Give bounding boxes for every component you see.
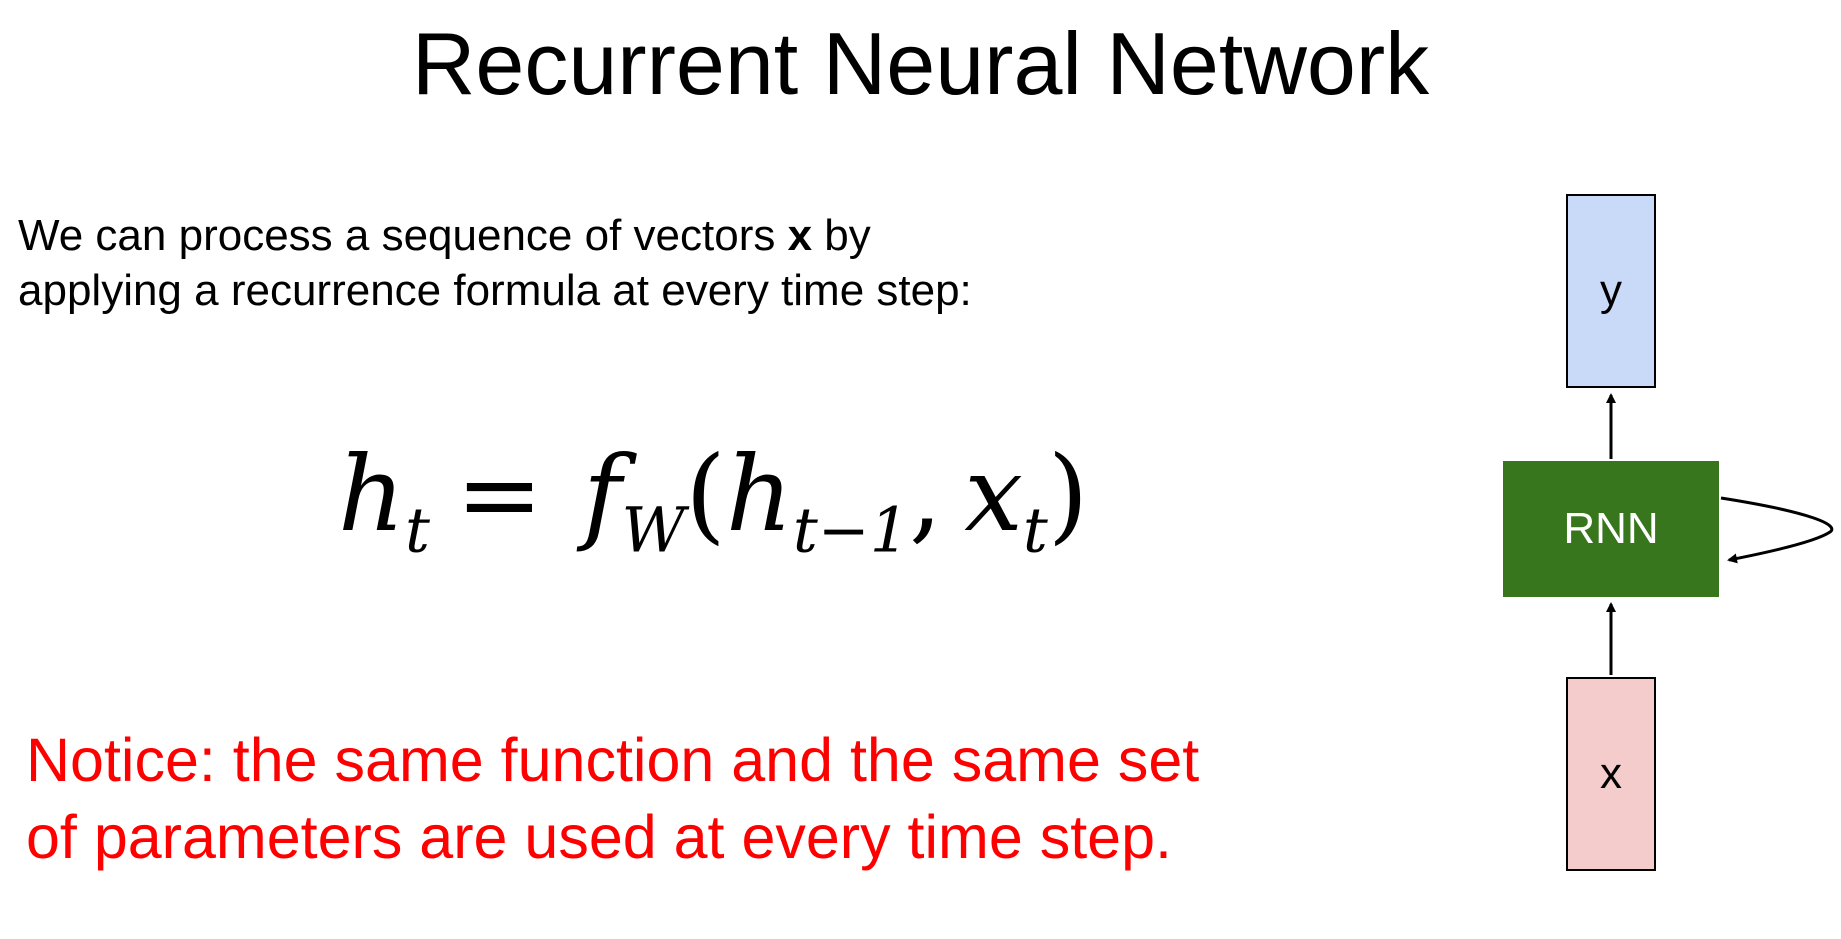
input-label: x xyxy=(1600,749,1622,798)
intro-text: We can process a sequence of vectors x b… xyxy=(18,208,972,318)
formula-arg-h: h xyxy=(725,433,793,555)
formula-equals: = xyxy=(455,433,544,555)
diagram-arrows xyxy=(1606,393,1834,675)
formula-comma: , xyxy=(909,433,943,555)
formula-arg-x: x xyxy=(964,433,1023,555)
formula-close-paren: ) xyxy=(1047,433,1089,555)
formula-function-subscript: W xyxy=(621,493,686,567)
formula-open-paren: ( xyxy=(685,433,726,555)
formula-arg-h-subscript: t−1 xyxy=(792,493,910,567)
intro-bold-x: x xyxy=(787,211,813,260)
recurrence-formula: ht=fW(ht−1,xt) xyxy=(338,424,1088,564)
output-box-y: y xyxy=(1566,194,1656,388)
rnn-diagram: y RNN x xyxy=(1480,180,1841,880)
slide-title: Recurrent Neural Network xyxy=(411,14,1430,113)
formula-arg-x-subscript: t xyxy=(1022,493,1048,567)
intro-line2: applying a recurrence formula at every t… xyxy=(18,266,972,315)
rnn-label: RNN xyxy=(1563,504,1659,553)
rnn-cell-box: RNN xyxy=(1503,461,1719,597)
output-label: y xyxy=(1600,266,1622,315)
notice-line1: Notice: the same function and the same s… xyxy=(26,726,1200,794)
formula-lhs-subscript: t xyxy=(404,493,430,567)
intro-line1-start: We can process a sequence of vectors xyxy=(18,211,788,260)
intro-line1-end: by xyxy=(812,211,871,260)
recurrent-loop-arrow xyxy=(1720,496,1834,564)
input-box-x: x xyxy=(1566,677,1656,871)
notice-text: Notice: the same function and the same s… xyxy=(26,722,1199,876)
notice-line2: of parameters are used at every time ste… xyxy=(26,803,1172,871)
formula-function: f xyxy=(583,433,622,555)
formula-lhs: h xyxy=(338,433,405,555)
